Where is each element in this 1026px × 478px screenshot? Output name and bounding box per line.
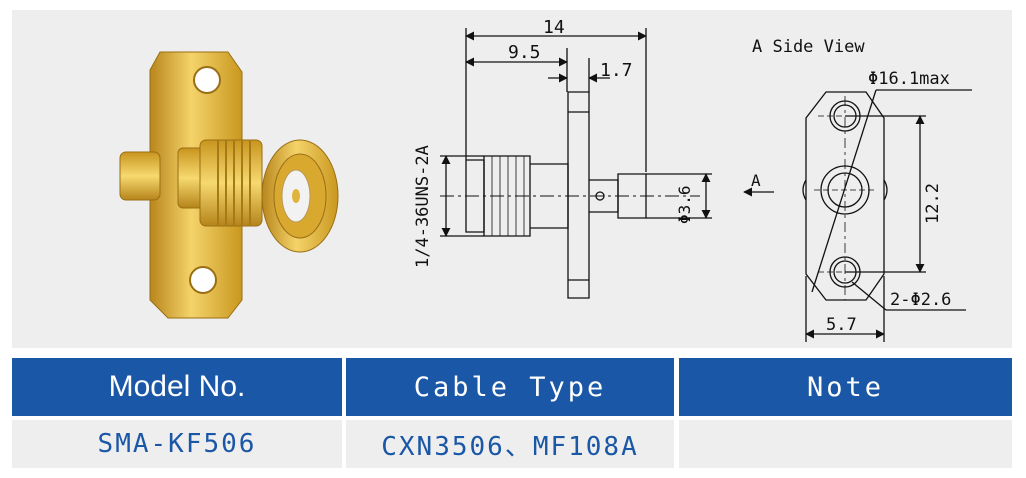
flange-thickness-side: 5.7 bbox=[826, 315, 857, 335]
side-view-drawing bbox=[743, 89, 972, 342]
cable-types: CXN3506、MF108A bbox=[381, 431, 639, 462]
pin-diameter: Φ3.6 bbox=[675, 185, 694, 224]
header-note-label: Note bbox=[806, 371, 885, 403]
side-view-title: A Side View bbox=[752, 37, 865, 57]
dim-flange-thickness: 1.7 bbox=[600, 60, 633, 81]
header-note: Note bbox=[679, 358, 1012, 416]
hole-spec: 2-Φ2.6 bbox=[890, 290, 951, 310]
view-marker: A bbox=[751, 171, 761, 190]
flange-width: Φ16.1max bbox=[868, 69, 950, 89]
model-number: SMA-KF506 bbox=[97, 429, 257, 459]
header-cable-type-label: Cable Type bbox=[413, 371, 607, 403]
dim-overall-length: 14 bbox=[543, 17, 565, 38]
connector-photo bbox=[119, 51, 339, 319]
cell-note bbox=[679, 420, 1012, 468]
hole-spacing: 12.2 bbox=[923, 183, 943, 224]
header-cable-type: Cable Type bbox=[346, 358, 674, 416]
cell-cable-type: CXN3506、MF108A bbox=[346, 420, 674, 468]
header-model-no-label: Model No. bbox=[108, 370, 246, 403]
dim-body-length: 9.5 bbox=[508, 42, 541, 63]
cell-model-no: SMA-KF506 bbox=[12, 420, 342, 468]
front-drawing bbox=[440, 28, 712, 299]
header-model-no: Model No. bbox=[12, 358, 342, 416]
thread-spec: 1/4-36UNS-2A bbox=[413, 145, 433, 268]
technical-drawing: 14 9.5 1.7 1/4-36UNS-2A Φ3.6 A Side View bbox=[119, 17, 972, 342]
